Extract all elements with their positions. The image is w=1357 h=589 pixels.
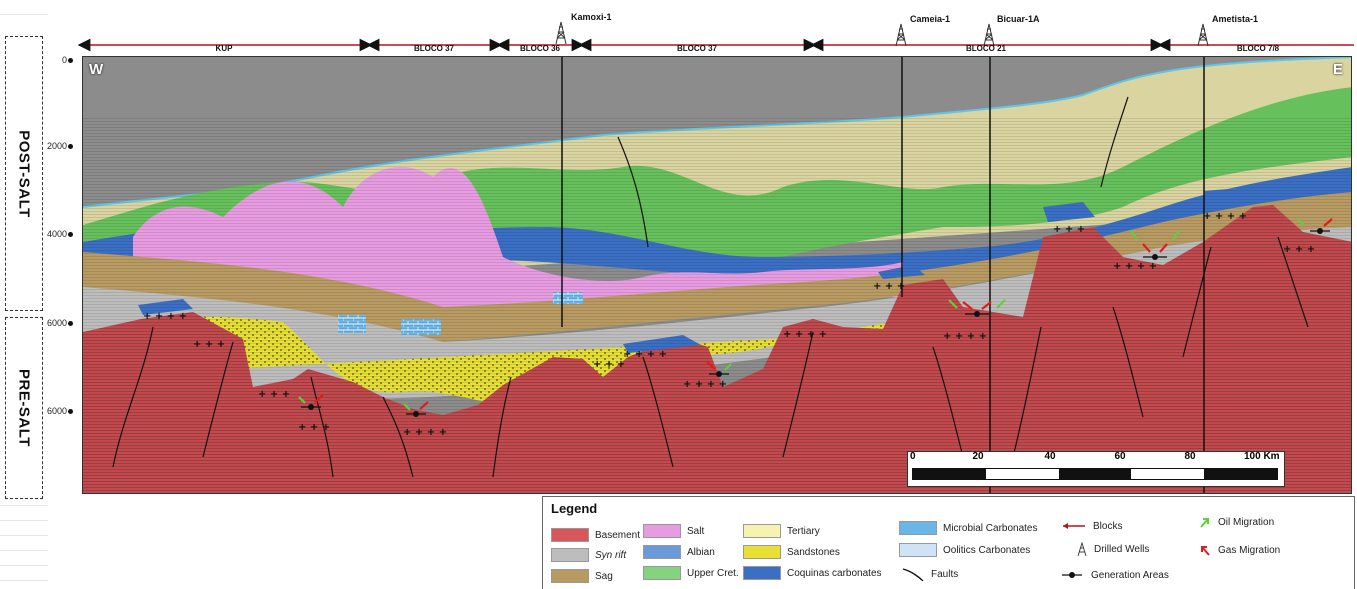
page-rule	[0, 520, 48, 521]
page-rule	[0, 505, 48, 506]
legend-basement: Basement	[551, 528, 640, 542]
legend-drilled-wells: Drilled Wells	[1076, 542, 1149, 556]
depth-tick: 4000	[46, 229, 67, 239]
legend-oolitics: Oolitics Carbonates	[899, 543, 1030, 557]
well-label-cameia: Cameia-1	[910, 14, 951, 24]
west-label: W	[89, 61, 104, 78]
legend-gas-migration: Gas Migration	[1198, 543, 1280, 557]
svg-text:+ + + +: + + + +	[143, 311, 187, 322]
east-label: E	[1332, 61, 1343, 78]
svg-text:+ + + +: + + + +	[683, 379, 727, 390]
block-label-bloco78: BLOCO 7/8	[1236, 44, 1280, 53]
depth-tick-dot	[68, 58, 73, 63]
pre-salt-box: PRE-SALT	[5, 317, 43, 499]
legend-blocks: Blocks	[1061, 519, 1122, 533]
page-rule	[0, 565, 48, 566]
page-rule	[0, 550, 48, 551]
well-label-bicuar: Bicuar-1A	[997, 14, 1040, 24]
svg-text:+ + + +: + + + +	[943, 331, 987, 342]
depth-tick: 2000	[46, 141, 67, 151]
svg-text:+ + +: + + +	[1053, 224, 1085, 235]
block-label-kup: KUP	[215, 44, 233, 53]
scale-label: 0	[910, 451, 916, 462]
block-label-bloco37a: BLOCO 37	[413, 44, 455, 53]
svg-text:+ + +: + + +	[593, 359, 625, 370]
block-label-bloco37b: BLOCO 37	[676, 44, 718, 53]
gas-migration-icon	[1201, 546, 1210, 556]
svg-text:+ + +: + + +	[873, 281, 905, 292]
legend-title: Legend	[551, 501, 598, 516]
depth-tick-dot	[68, 144, 73, 149]
scale-bar: 0 20 40 60 80 100 Km	[907, 451, 1285, 487]
svg-text:+ + + +: + + + +	[623, 349, 667, 360]
svg-text:+ + + +: + + + +	[1203, 211, 1247, 222]
fault-icon	[902, 568, 924, 581]
scale-segments	[912, 468, 1278, 480]
block-label-bloco21: BLOCO 21	[965, 44, 1007, 53]
generation-area-icon	[1062, 572, 1082, 578]
svg-text:+ + +: + + +	[258, 389, 290, 400]
generation-area-markers	[298, 218, 1333, 417]
scale-label: 40	[1044, 451, 1056, 462]
svg-text:+ + + +: + + + +	[403, 427, 447, 438]
svg-text:+ + +: + + +	[298, 422, 330, 433]
page-rule	[0, 580, 48, 581]
depth-tick-dot	[68, 409, 73, 414]
block-label-bloco36: BLOCO 36	[519, 44, 561, 53]
legend-sandstones: Sandstones	[743, 545, 840, 559]
derrick-icon	[1197, 23, 1209, 47]
legend: Legend Basement Syn rift Sag Salt Albian…	[542, 496, 1355, 589]
scale-label: 60	[1114, 451, 1126, 462]
derrick-icon	[555, 21, 567, 45]
well-label-ametista: Ametista-1	[1212, 14, 1259, 24]
post-salt-label: POST-SALT	[15, 129, 33, 218]
derrick-icon	[1077, 542, 1087, 556]
svg-text:+ + +: + + +	[193, 339, 225, 350]
legend-faults: Faults	[899, 567, 958, 581]
scale-label: 80	[1184, 451, 1196, 462]
svg-text:+ + +: + + +	[1283, 244, 1315, 255]
depth-tick: 6000	[46, 318, 67, 328]
cross-section: + + + + + + + + + + + + + + + + + + + + …	[82, 56, 1352, 494]
page-rule	[0, 535, 48, 536]
depth-tick: 6000	[46, 406, 67, 416]
legend-sag: Sag	[551, 569, 613, 583]
oil-migration-icon	[1200, 518, 1209, 528]
legend-generation-areas: Generation Areas	[1059, 568, 1169, 582]
legend-tertiary: Tertiary	[743, 524, 820, 538]
legend-oil-migration: Oil Migration	[1198, 515, 1274, 529]
block-arrows	[77, 21, 1354, 52]
post-salt-box: POST-SALT	[5, 36, 43, 311]
block-arrow-icon	[1063, 523, 1085, 529]
legend-syn-rift: Syn rift	[551, 548, 626, 562]
legend-microbial: Microbial Carbonates	[899, 521, 1038, 535]
legend-albian: Albian	[643, 545, 715, 559]
depth-tick: 0	[61, 55, 67, 65]
cross-section-drawing: + + + + + + + + + + + + + + + + + + + + …	[83, 57, 1351, 493]
page-rule	[0, 14, 48, 15]
depth-tick-dot	[68, 321, 73, 326]
derrick-icon	[895, 23, 907, 47]
legend-coquinas: Coquinas carbonates	[743, 566, 882, 580]
depth-tick-dot	[68, 232, 73, 237]
svg-text:+ + + +: + + + +	[1113, 261, 1157, 272]
derrick-icon	[983, 23, 995, 47]
svg-text:+ + + +: + + + +	[783, 329, 827, 340]
scale-label: 20	[972, 451, 984, 462]
legend-salt: Salt	[643, 524, 704, 538]
legend-upper-cret: Upper Cret.	[643, 566, 739, 580]
well-label-kamoxi: Kamoxi-1	[571, 12, 612, 22]
scale-label: 100 Km	[1244, 451, 1280, 462]
pre-salt-label: PRE-SALT	[15, 369, 33, 447]
